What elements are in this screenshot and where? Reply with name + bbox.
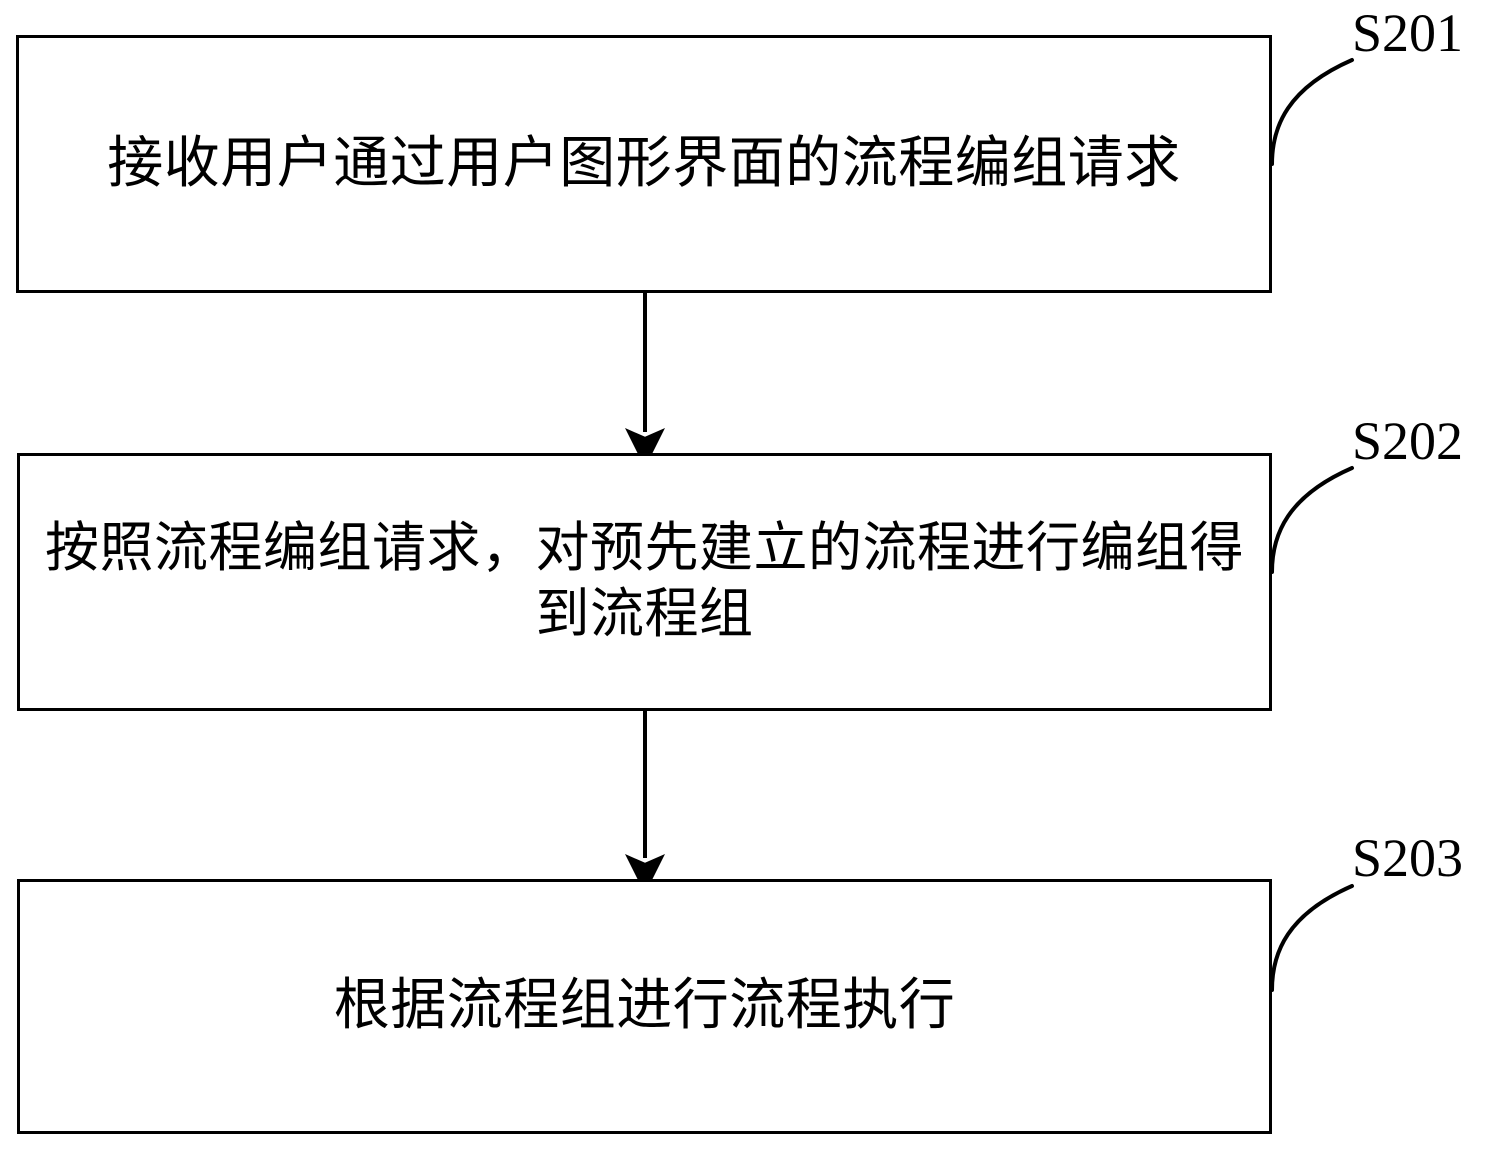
process-step-text-s201: 接收用户通过用户图形界面的流程编组请求 [107, 132, 1181, 195]
process-step-text-s203: 根据流程组进行流程执行 [333, 975, 956, 1038]
process-step-box-s202: 按照流程编组请求，对预先建立的流程进行编组得到流程组 [17, 453, 1272, 711]
process-step-text-s202: 按照流程编组请求，对预先建立的流程进行编组得到流程组 [45, 518, 1244, 644]
step-reference-label-s202: S202 [1352, 411, 1464, 471]
leader-line-s203 [1270, 884, 1354, 992]
process-step-box-s203: 根据流程组进行流程执行 [17, 879, 1272, 1134]
process-step-box-s201: 接收用户通过用户图形界面的流程编组请求 [16, 35, 1272, 293]
leader-line-s201 [1270, 58, 1354, 166]
step-reference-label-s203: S203 [1352, 828, 1464, 888]
step-reference-label-s201: S201 [1352, 3, 1464, 63]
leader-line-s202 [1270, 466, 1354, 574]
